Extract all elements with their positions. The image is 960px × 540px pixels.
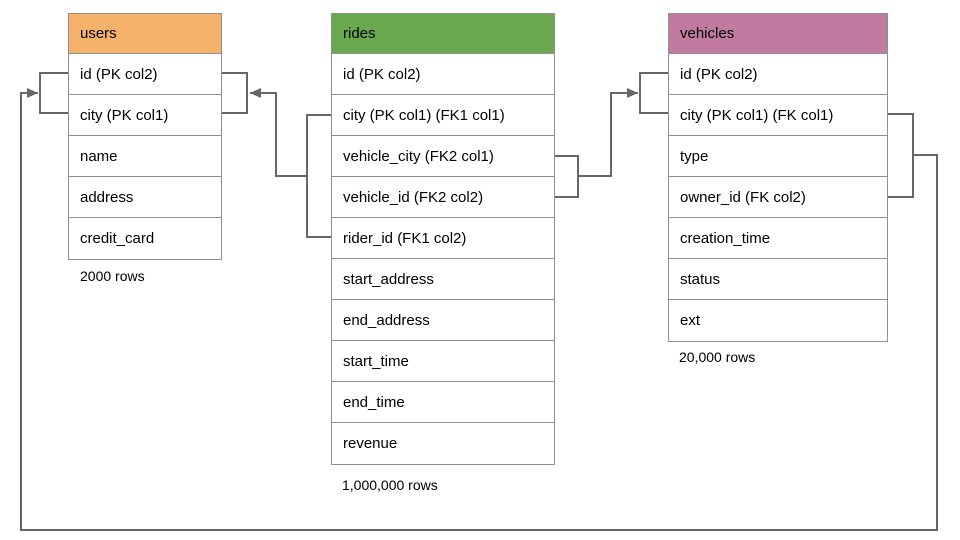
rides-fk1-bracket bbox=[306, 114, 331, 238]
table-row: name bbox=[69, 136, 221, 177]
rides-row-count: 1,000,000 rows bbox=[342, 477, 438, 493]
rides-table-rows: id (PK col2)city (PK col1) (FK1 col1)veh… bbox=[332, 54, 554, 464]
table-row: creation_time bbox=[669, 218, 887, 259]
table-row: status bbox=[669, 259, 887, 300]
table-row: owner_id (FK col2) bbox=[669, 177, 887, 218]
vehicles-pk-bracket-left bbox=[639, 72, 668, 114]
rides-fk2-bracket bbox=[553, 155, 579, 198]
users-pk-bracket-left bbox=[39, 72, 68, 114]
table-row: city (PK col1) (FK1 col1) bbox=[332, 95, 554, 136]
vehicles-table-header: vehicles bbox=[669, 14, 887, 54]
vehicles-fk-bracket bbox=[886, 113, 914, 198]
users-row-count: 2000 rows bbox=[80, 268, 145, 284]
connector-vehicles-fk-to-users bbox=[20, 72, 938, 531]
table-row: credit_card bbox=[69, 218, 221, 259]
vehicles-table: vehicles id (PK col2)city (PK col1) (FK … bbox=[668, 13, 888, 342]
vehicles-row-count: 20,000 rows bbox=[679, 349, 756, 365]
rides-table: rides id (PK col2)city (PK col1) (FK1 co… bbox=[331, 13, 555, 465]
table-row: start_address bbox=[332, 259, 554, 300]
table-row: ext bbox=[669, 300, 887, 341]
table-row: address bbox=[69, 177, 221, 218]
vehicles-fk-arrow-line bbox=[20, 88, 938, 531]
users-pk-bracket-right bbox=[222, 72, 248, 114]
rides-table-header: rides bbox=[332, 14, 554, 54]
table-row: city (PK col1) (FK col1) bbox=[669, 95, 887, 136]
table-row: id (PK col2) bbox=[669, 54, 887, 95]
table-row: revenue bbox=[332, 423, 554, 464]
users-table-header: users bbox=[69, 14, 221, 54]
table-row: city (PK col1) bbox=[69, 95, 221, 136]
rides-fk2-arrow-line bbox=[578, 88, 638, 177]
table-row: id (PK col2) bbox=[332, 54, 554, 95]
table-row: id (PK col2) bbox=[69, 54, 221, 95]
table-row: rider_id (FK1 col2) bbox=[332, 218, 554, 259]
table-row: end_address bbox=[332, 300, 554, 341]
table-row: end_time bbox=[332, 382, 554, 423]
vehicles-table-rows: id (PK col2)city (PK col1) (FK col1)type… bbox=[669, 54, 887, 341]
table-row: vehicle_city (FK2 col1) bbox=[332, 136, 554, 177]
rides-fk1-arrow-line bbox=[250, 88, 307, 177]
connector-rides-fk1-to-users bbox=[222, 72, 331, 238]
table-row: start_time bbox=[332, 341, 554, 382]
connector-rides-fk2-to-vehicles bbox=[553, 72, 668, 198]
table-row: type bbox=[669, 136, 887, 177]
table-row: vehicle_id (FK2 col2) bbox=[332, 177, 554, 218]
